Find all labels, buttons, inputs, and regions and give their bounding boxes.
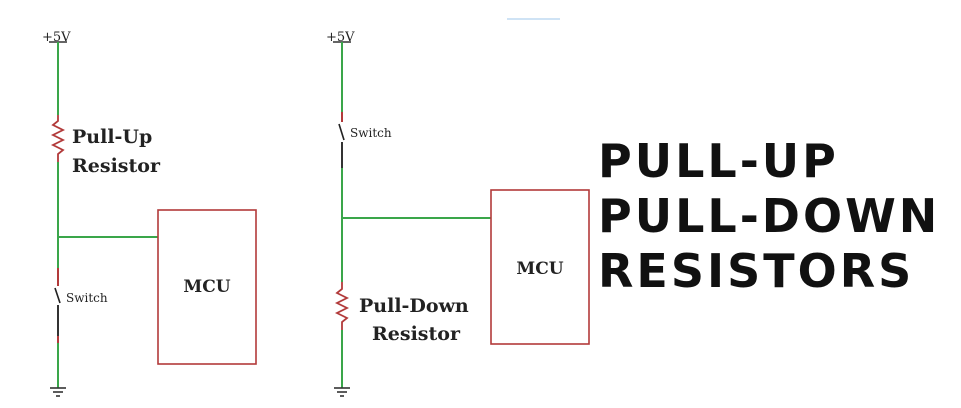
right-switch-blade [338, 123, 345, 141]
right-circuit: +5V Switch Pull-Down Resistor MCU [326, 30, 590, 397]
left-ground-symbol [50, 387, 66, 397]
pull-down-label-line2: Resistor [372, 323, 461, 345]
left-circuit: +5V Pull-Up Resistor Switch MCU [42, 30, 257, 397]
right-switch-label: Switch [350, 126, 392, 140]
heading-line1: PULL-UP [598, 134, 839, 188]
right-ground-symbol [334, 387, 350, 397]
pull-up-label-line1: Pull-Up [72, 126, 152, 148]
right-mcu-label: MCU [516, 259, 563, 279]
pull-down-label-line1: Pull-Down [359, 295, 469, 317]
left-mcu-label: MCU [183, 277, 230, 297]
left-mcu-box [157, 209, 257, 365]
heading-line2: PULL-DOWN [598, 189, 940, 243]
right-mcu-box [490, 189, 590, 345]
pull-down-resistor [334, 282, 350, 330]
heading: PULL-UP PULL-DOWN RESISTORS [598, 134, 940, 298]
heading-line3: RESISTORS [598, 244, 914, 298]
pull-up-resistor [50, 115, 66, 162]
pull-up-label-line2: Resistor [72, 155, 161, 177]
left-switch-label: Switch [66, 291, 108, 305]
left-switch-blade [54, 287, 61, 304]
